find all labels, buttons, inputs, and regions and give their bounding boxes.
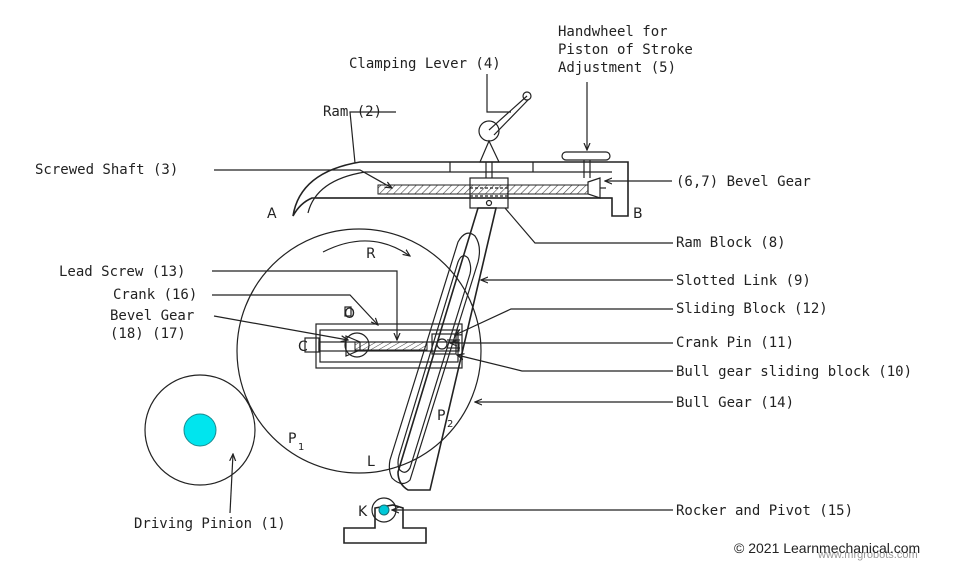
handwheel xyxy=(561,151,611,178)
screwed-shaft xyxy=(377,184,589,195)
marker-r: R xyxy=(366,246,376,262)
label-handwheel-line2: Piston of Stroke xyxy=(558,42,693,58)
label-bull-gear: Bull Gear (14) xyxy=(676,395,794,411)
lead-screw xyxy=(354,341,428,351)
label-ram: Ram (2) xyxy=(323,104,382,120)
rotation-arrow xyxy=(322,240,410,256)
driving-pinion xyxy=(144,374,256,486)
crank-pin xyxy=(436,338,448,350)
label-sliding-block: Sliding Block (12) xyxy=(676,301,828,317)
label-rocker-pivot: Rocker and Pivot (15) xyxy=(676,503,853,519)
label-ram-block: Ram Block (8) xyxy=(676,235,786,251)
label-bull-gear-sliding-block: Bull gear sliding block (10) xyxy=(676,364,912,380)
label-handwheel-line1: Handwheel for xyxy=(558,24,668,40)
marker-a: A xyxy=(267,206,277,222)
marker-o: O xyxy=(344,306,355,322)
slotted-link xyxy=(388,207,498,491)
label-slotted-link: Slotted Link (9) xyxy=(676,273,811,289)
bevel-gear-6-7 xyxy=(587,177,606,199)
marker-l: L xyxy=(367,454,375,470)
label-crank-pin: Crank Pin (11) xyxy=(676,335,794,351)
label-screwed-shaft: Screwed Shaft (3) xyxy=(35,162,178,178)
marker-p1: P xyxy=(288,431,296,447)
marker-c: C xyxy=(298,339,308,355)
marker-b: B xyxy=(633,206,643,222)
driving-pinion-center xyxy=(183,413,217,447)
clamping-lever xyxy=(478,91,532,178)
marker-p1-subscript: 1 xyxy=(298,442,304,453)
label-driving-pinion: Driving Pinion (1) xyxy=(134,516,286,532)
marker-k: K xyxy=(358,504,368,520)
label-clamping-lever: Clamping Lever (4) xyxy=(349,56,501,72)
ram xyxy=(292,161,629,217)
copyright-notice: © 2021 Learnmechanical.com xyxy=(734,540,920,556)
label-handwheel-line3: Adjustment (5) xyxy=(558,60,676,76)
rocker-pivot xyxy=(343,497,427,544)
marker-p2-subscript: 2 xyxy=(447,419,453,430)
pivot-center xyxy=(378,504,390,516)
label-bevel-gear-18-17-line1: Bevel Gear xyxy=(110,308,194,324)
marker-p2: P xyxy=(437,408,445,424)
watermark: www.mrgrobots.com xyxy=(817,549,918,561)
label-crank: Crank (16) xyxy=(113,287,197,303)
label-bevel-gear-18-17-line2: (18) (17) xyxy=(110,326,186,342)
bull-gear xyxy=(236,228,482,474)
label-bevel-gear-6-7: (6,7) Bevel Gear xyxy=(676,174,811,190)
leader-lines xyxy=(212,74,673,513)
label-lead-screw: Lead Screw (13) xyxy=(59,264,185,280)
